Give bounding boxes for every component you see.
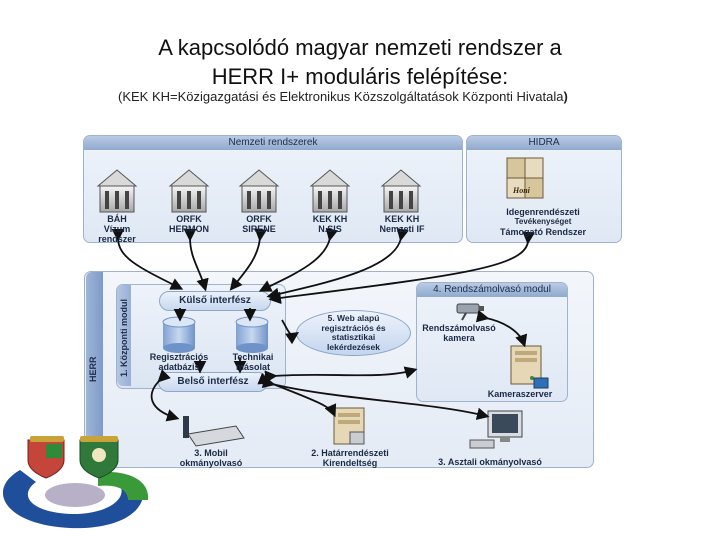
border-line2: Kirendeltség: [322, 458, 378, 468]
camera-line2: kamera: [443, 333, 475, 343]
coat-of-arms-icon-left: [27, 436, 65, 479]
web-query-label: 5. Web alapú regisztrációs és statisztik…: [296, 313, 411, 352]
db-registration-line2: adatbázis: [158, 362, 200, 372]
coat-of-arms-icon-right: [79, 436, 119, 479]
hidra-line1: Idegenrendészeti: [506, 207, 580, 217]
system-nsis-line2: N.SIS: [318, 224, 342, 234]
hidra-header: HIDRA: [467, 136, 621, 150]
system-sirene-line1: ORFK: [246, 214, 272, 224]
system-nemzeti-if-line1: KEK KH: [384, 214, 420, 224]
mobile-reader-icon: [183, 416, 245, 447]
building-icon-hermon: [168, 169, 210, 213]
camera-server-label: Kameraszerver: [487, 389, 553, 399]
title-line1: A kapcsolódó magyar nemzeti rendszer a: [158, 35, 562, 60]
database-icon-registration: [162, 316, 196, 353]
herr-side-bar: [86, 272, 103, 464]
building-icon-nemzeti-if: [380, 169, 422, 213]
db-registration-line1: Regisztrációs: [149, 352, 209, 362]
connection-arrows: [111, 227, 535, 422]
subtitle: (KEK KH=Közigazgatási és Elektronikus Kö…: [118, 89, 568, 104]
system-hermon-line1: ORFK: [176, 214, 202, 224]
web-line4: lekérdezések: [327, 341, 380, 352]
building-icon-bah: [96, 169, 138, 213]
border-office-label: 2. Határrendészeti Kirendeltség: [300, 448, 400, 468]
system-sirene-line2: SIRENE: [242, 224, 276, 234]
central-module-side-bar: [117, 285, 131, 386]
border-line1: 2. Határrendészeti: [311, 448, 389, 458]
system-nsis-line1: KEK KH: [312, 214, 348, 224]
system-bah-line1: BÁH: [107, 214, 127, 224]
desktop-reader-label: 3. Asztali okmányolvasó: [438, 457, 542, 467]
desktop-computer-icon: [469, 410, 523, 449]
camera-server-icon: [510, 345, 549, 389]
db-technical-line2: másolat: [235, 362, 270, 372]
mobile-reader-label: 3. Mobil okmányolvasó: [172, 448, 250, 468]
system-nemzeti-if-line2: Nemzeti IF: [379, 224, 425, 234]
system-label-hermon: ORFK HERMON: [160, 214, 218, 234]
system-label-sirene: ORFK SIRENE: [230, 214, 288, 234]
web-query-ellipse: [296, 310, 411, 356]
building-icon-sirene: [238, 169, 280, 213]
building-icon-nsis: [309, 169, 351, 213]
hidra-server-icon: [506, 157, 544, 199]
system-label-nsis: KEK KH N.SIS: [301, 214, 359, 234]
camera-line1: Rendszámolvasó: [422, 323, 496, 333]
db-technical-line1: Technikai: [232, 352, 274, 362]
title-line2: HERR I+ moduláris felépítése:: [211, 64, 509, 89]
subtitle-close: ): [563, 89, 568, 104]
subtitle-main: (KEK KH=Közigazgatási és Elektronikus Kö…: [118, 89, 564, 104]
db-technical-label: Technikai másolat: [222, 352, 284, 372]
national-systems-header: Nemzeti rendszerek: [84, 136, 462, 150]
national-systems-panel: Nemzeti rendszerek: [83, 135, 463, 243]
mobile-line2: okmányolvasó: [179, 458, 243, 468]
hidra-doc-label: Honi: [513, 186, 530, 195]
system-label-bah: BÁH Vízum rendszer: [86, 214, 148, 244]
logo-ring: [2, 470, 149, 529]
camera-icon: [456, 303, 484, 321]
web-line2: regisztrációs és: [321, 322, 386, 333]
database-icon-technical: [235, 316, 269, 353]
mobile-line1: 3. Mobil: [194, 448, 228, 458]
web-line3: statisztikai: [331, 332, 376, 342]
db-registration-label: Regisztrációs adatbázis: [142, 352, 216, 372]
hidra-line2: Tevékenységet: [514, 217, 572, 226]
hidra-panel: HIDRA: [466, 135, 622, 243]
border-office-server-icon: [333, 407, 365, 445]
hidra-line3: Támogató Rendszer: [499, 227, 586, 237]
system-bah-line2: Vízum rendszer: [98, 224, 136, 244]
system-hermon-line2: HERMON: [169, 224, 209, 234]
hidra-label: Idegenrendészeti Tevékenységet Támogató …: [466, 207, 620, 237]
system-label-nemzeti-if: KEK KH Nemzeti IF: [372, 214, 432, 234]
web-line1: 5. Web alapú: [327, 313, 380, 323]
camera-label: Rendszámolvasó kamera: [420, 323, 498, 343]
